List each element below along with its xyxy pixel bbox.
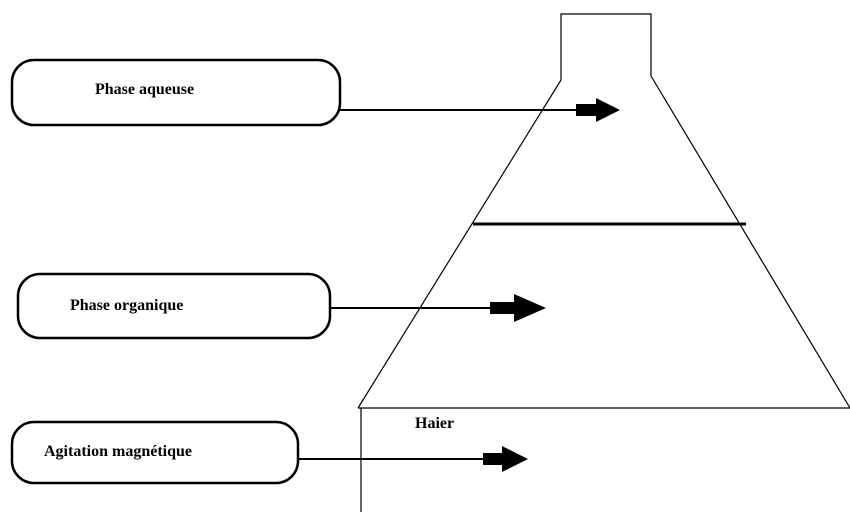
label-text-organic: Phase organique (70, 297, 183, 314)
arrow-organic (330, 294, 546, 322)
label-aqueous-phase: Phase aqueuse (10, 58, 342, 127)
arrow-head-organic (490, 294, 546, 322)
label-text-stirring: Agitation magnétique (44, 443, 192, 460)
label-organic-phase: Phase organique (16, 272, 332, 340)
flask-neck (560, 13, 652, 80)
arrow-head-aqueous (576, 98, 620, 122)
label-box-stirring (10, 420, 300, 485)
flask (357, 13, 850, 409)
flask-left-wall (357, 79, 562, 409)
arrow-aqueous (340, 98, 620, 122)
device-brand-label: Haier (415, 415, 454, 432)
label-box-aqueous (10, 58, 342, 127)
label-text-aqueous: Phase aqueuse (95, 81, 194, 98)
label-magnetic-stirring: Agitation magnétique (10, 420, 300, 485)
label-box-organic (16, 272, 332, 340)
flask-right-wall (650, 75, 850, 409)
arrow-head-stirring (483, 446, 528, 472)
arrow-stirring (298, 446, 528, 472)
